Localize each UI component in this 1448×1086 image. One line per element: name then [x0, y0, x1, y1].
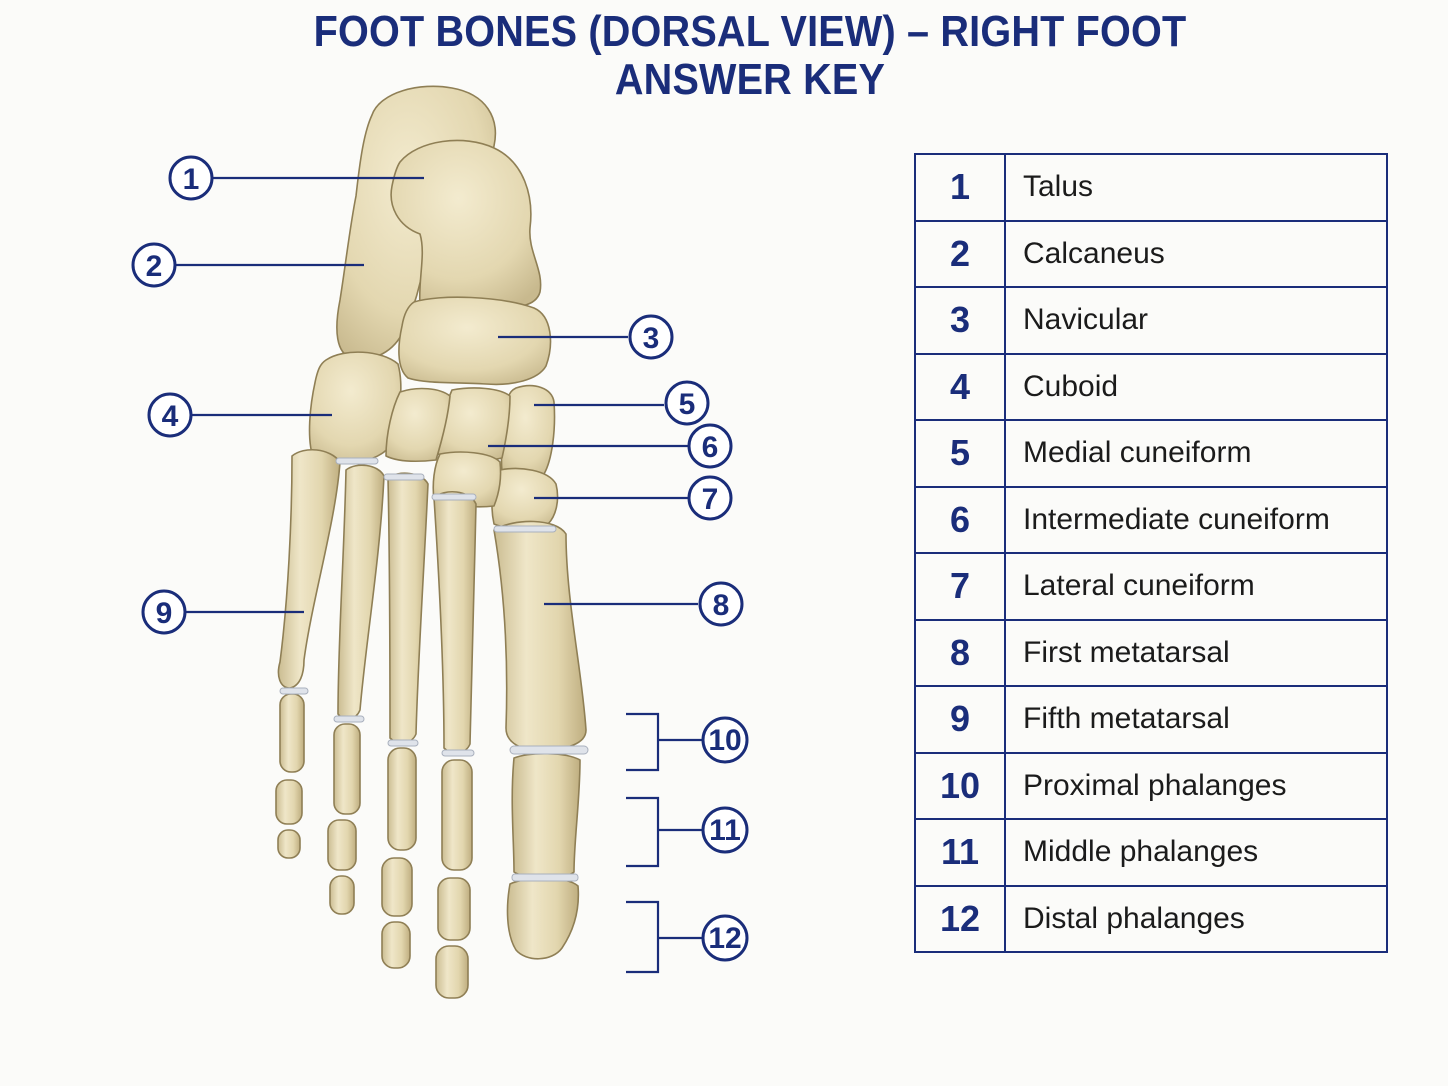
key-bone-name: Middle phalanges	[1005, 818, 1387, 886]
third-middle-phalanx	[381, 857, 413, 917]
fifth-middle-phalanx	[275, 779, 303, 825]
svg-text:10: 10	[708, 724, 741, 757]
fifth-distal-phalanx	[277, 829, 301, 859]
callout-1: 1	[168, 155, 214, 201]
first-proximal-phalanx	[511, 752, 581, 879]
svg-text:3: 3	[643, 322, 660, 355]
key-number: 8	[915, 618, 1006, 686]
title-line-2: ANSWER KEY	[614, 55, 886, 104]
key-bone-name: Lateral cuneiform	[1005, 552, 1387, 620]
second-metatarsal-bone	[433, 491, 477, 754]
joint-cartilage	[431, 493, 477, 501]
joint-cartilage	[335, 457, 379, 465]
svg-text:1: 1	[183, 163, 200, 196]
callout-5: 5	[664, 380, 710, 426]
joint-cartilage	[333, 715, 365, 723]
second-distal-phalanx	[435, 945, 469, 999]
svg-text:7: 7	[702, 483, 719, 516]
third-proximal-phalanx	[387, 747, 417, 851]
callout-12: 12	[701, 914, 749, 962]
callout-4: 4	[147, 392, 193, 438]
fifth-proximal-phalanx	[279, 693, 305, 773]
key-number: 1	[915, 153, 1006, 221]
key-bone-name: Cuboid	[1005, 352, 1387, 420]
callout-3: 3	[628, 314, 674, 360]
bracket-11	[626, 796, 702, 868]
joint-cartilage	[509, 745, 589, 755]
navicular-bone	[398, 296, 552, 386]
second-proximal-phalanx	[441, 759, 473, 871]
joint-cartilage	[279, 687, 309, 695]
svg-text:8: 8	[713, 589, 730, 622]
lateral-cuneiform-bone	[385, 387, 451, 462]
key-bone-name: Fifth metatarsal	[1005, 685, 1387, 753]
svg-text:5: 5	[679, 388, 696, 421]
diagram-title: FOOT BONES (DORSAL VIEW) – RIGHT FOOT AN…	[75, 8, 1425, 104]
key-bone-name: Medial cuneiform	[1005, 419, 1387, 487]
key-bone-name: Distal phalanges	[1005, 884, 1387, 952]
key-number: 12	[915, 884, 1006, 952]
svg-text:4: 4	[162, 400, 179, 433]
foot-illustration: 1 2 3 4 5 6 7 8	[131, 85, 749, 999]
joint-cartilage	[441, 749, 475, 757]
bracket-12	[626, 900, 702, 974]
callout-9: 9	[141, 589, 187, 635]
key-number: 3	[915, 286, 1006, 354]
svg-text:11: 11	[709, 814, 741, 847]
joint-cartilage	[383, 473, 425, 481]
key-number: 5	[915, 419, 1006, 487]
key-number: 10	[915, 751, 1006, 819]
callout-2: 2	[131, 242, 177, 288]
joint-cartilage	[511, 873, 579, 882]
callout-6: 6	[687, 423, 733, 469]
joint-cartilage	[387, 739, 419, 747]
callout-11: 11	[701, 806, 749, 854]
first-metatarsal-bone	[493, 520, 587, 751]
key-number: 4	[915, 352, 1006, 420]
callout-7: 7	[687, 475, 733, 521]
key-bone-name: Proximal phalanges	[1005, 751, 1387, 819]
third-distal-phalanx	[381, 921, 411, 969]
fourth-distal-phalanx	[329, 875, 355, 915]
second-middle-phalanx	[437, 877, 471, 941]
key-number: 11	[915, 818, 1006, 886]
title-line-1: FOOT BONES (DORSAL VIEW) – RIGHT FOOT	[313, 7, 1187, 56]
fourth-proximal-phalanx	[333, 723, 361, 815]
key-number: 9	[915, 685, 1006, 753]
joint-cartilage	[493, 525, 557, 533]
key-bone-name: Intermediate cuneiform	[1005, 485, 1387, 553]
key-bone-name: First metatarsal	[1005, 618, 1387, 686]
key-number: 7	[915, 552, 1006, 620]
callout-8: 8	[698, 581, 744, 627]
key-bone-name: Talus	[1005, 153, 1387, 221]
third-metatarsal-bone	[387, 472, 429, 744]
key-number: 2	[915, 219, 1006, 287]
key-number: 6	[915, 485, 1006, 553]
fourth-middle-phalanx	[327, 819, 357, 871]
callout-10: 10	[701, 716, 749, 764]
svg-text:2: 2	[146, 250, 163, 283]
bracket-10	[626, 712, 702, 772]
key-bone-name: Calcaneus	[1005, 219, 1387, 287]
fifth-metatarsal-bone	[277, 449, 341, 689]
key-bone-name: Navicular	[1005, 286, 1387, 354]
svg-text:6: 6	[702, 431, 719, 464]
first-distal-phalanx	[506, 877, 580, 960]
svg-text:9: 9	[156, 597, 173, 630]
fourth-metatarsal-bone	[337, 464, 385, 720]
svg-text:12: 12	[708, 922, 741, 955]
